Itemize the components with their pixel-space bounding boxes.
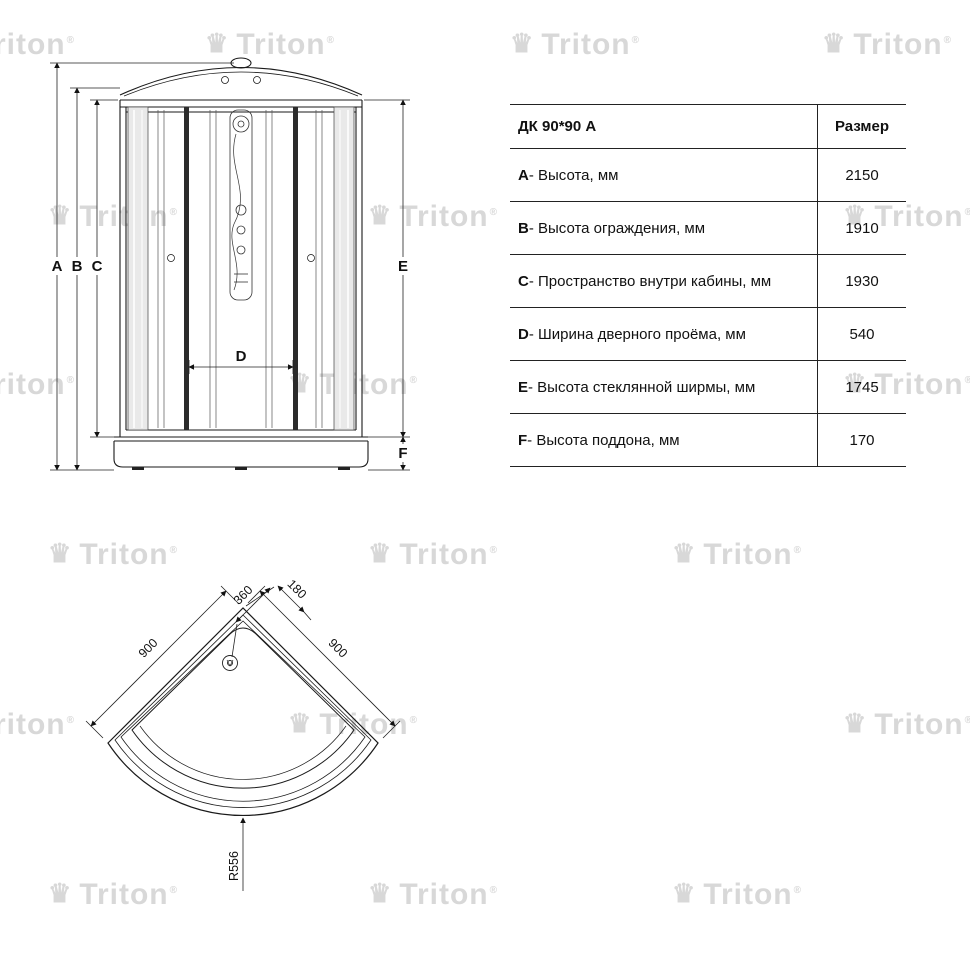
side-glass-panels bbox=[127, 106, 355, 431]
triton-watermark: ♛Triton® bbox=[0, 28, 76, 61]
triton-watermark: ♛Triton® bbox=[368, 538, 499, 571]
door-seal-strips bbox=[184, 107, 298, 430]
foot bbox=[132, 467, 144, 470]
shower-column bbox=[229, 109, 253, 301]
dimension-label: C - Пространство внутри кабины, мм bbox=[518, 272, 772, 290]
crown-icon: ♛ bbox=[672, 538, 697, 568]
dim-radius-R556: R556 bbox=[227, 851, 241, 881]
tray-outline bbox=[108, 608, 378, 815]
crown-icon: ♛ bbox=[510, 28, 535, 58]
spec-table: ДК 90*90 А Размер A - Высота, мм 2150 B … bbox=[510, 104, 906, 467]
right-door-handle bbox=[308, 255, 315, 262]
triton-watermark: ♛Triton® bbox=[368, 200, 499, 233]
dim-360: 360 bbox=[231, 583, 256, 608]
dim-label-E: E bbox=[398, 258, 408, 275]
crown-icon: ♛ bbox=[843, 368, 868, 398]
table-row: E - Высота стеклянной ширмы, мм 1745 bbox=[510, 361, 906, 414]
triton-watermark: ♛Triton® bbox=[205, 28, 336, 61]
foot bbox=[235, 467, 247, 470]
top-dimensions bbox=[86, 585, 400, 891]
triton-watermark: ♛Triton® bbox=[510, 28, 641, 61]
triton-watermark: ♛Triton® bbox=[48, 538, 179, 571]
dimension-value: 2150 bbox=[817, 149, 906, 201]
dim-right-900: 900 bbox=[326, 636, 351, 661]
triton-watermark: ♛Triton® bbox=[672, 538, 803, 571]
crown-icon: ♛ bbox=[843, 708, 868, 738]
dimension-value: 1745 bbox=[817, 361, 906, 413]
tray-base bbox=[114, 437, 368, 470]
dimension-value: 170 bbox=[817, 414, 906, 466]
size-column-header: Размер bbox=[817, 105, 906, 148]
dimension-value: 540 bbox=[817, 308, 906, 360]
cabin-outline bbox=[120, 58, 362, 437]
crown-icon: ♛ bbox=[48, 538, 73, 568]
triton-watermark: ♛Triton® bbox=[368, 878, 499, 911]
table-row: C - Пространство внутри кабины, мм 1930 bbox=[510, 255, 906, 308]
triton-watermark: ♛Triton® bbox=[672, 878, 803, 911]
front-dimension-labels: A B C E F D bbox=[49, 257, 411, 462]
dim-180: 180 bbox=[285, 577, 310, 602]
crown-icon: ♛ bbox=[368, 538, 393, 568]
crown-icon: ♛ bbox=[672, 878, 697, 908]
dim-label-F: F bbox=[398, 445, 407, 462]
triton-watermark: ♛Triton® bbox=[0, 368, 76, 401]
sliding-doors bbox=[158, 110, 322, 428]
dim-label-A: A bbox=[52, 258, 63, 275]
table-row: F - Высота поддона, мм 170 bbox=[510, 414, 906, 467]
dim-left-900: 900 bbox=[136, 636, 161, 661]
table-row: D - Ширина дверного проёма, мм 540 bbox=[510, 308, 906, 361]
dim-label-C: C bbox=[92, 258, 103, 275]
crown-icon: ♛ bbox=[368, 878, 393, 908]
dimension-label: E - Высота стеклянной ширмы, мм bbox=[518, 378, 756, 396]
triton-watermark: ♛Triton® bbox=[48, 878, 179, 911]
shower-tray-top-view: 900 900 360 180 R556 bbox=[78, 577, 418, 916]
left-door-handle bbox=[168, 255, 175, 262]
foot bbox=[338, 467, 350, 470]
triton-watermark: ♛Triton® bbox=[843, 200, 970, 233]
shower-cabin-front-view: A B C E F D bbox=[49, 38, 411, 471]
dimension-value: 1930 bbox=[817, 255, 906, 307]
dimension-label: B - Высота ограждения, мм bbox=[518, 219, 706, 237]
dimension-label: D - Ширина дверного проёма, мм bbox=[518, 325, 746, 343]
dim-label-D: D bbox=[236, 348, 247, 365]
crown-icon: ♛ bbox=[205, 28, 230, 58]
triton-watermark: ♛Triton® bbox=[843, 708, 970, 741]
triton-watermark: ♛Triton® bbox=[843, 368, 970, 401]
triton-watermark: ♛Triton® bbox=[822, 28, 953, 61]
crown-icon: ♛ bbox=[48, 878, 73, 908]
drain bbox=[223, 656, 238, 671]
table-row: A - Высота, мм 2150 bbox=[510, 149, 906, 202]
table-row: B - Высота ограждения, мм 1910 bbox=[510, 202, 906, 255]
dimension-label: F - Высота поддона, мм bbox=[518, 431, 680, 449]
crown-icon: ♛ bbox=[368, 200, 393, 230]
table-header-row: ДК 90*90 А Размер bbox=[510, 105, 906, 149]
triton-watermark: ♛Triton® bbox=[0, 708, 76, 741]
crown-icon: ♛ bbox=[843, 200, 868, 230]
dimension-label: A - Высота, мм bbox=[518, 166, 619, 184]
dim-label-B: B bbox=[72, 258, 83, 275]
model-title: ДК 90*90 А bbox=[518, 118, 597, 135]
crown-icon: ♛ bbox=[822, 28, 847, 58]
dimension-value: 1910 bbox=[817, 202, 906, 254]
